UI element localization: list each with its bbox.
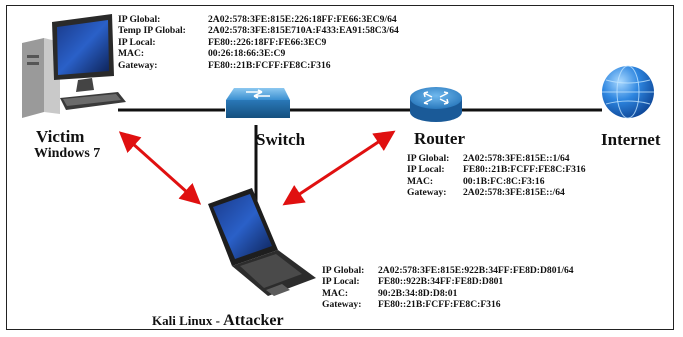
info-row: MAC: 00:26:18:66:3E:C9 [118, 48, 399, 59]
attacker-label-prefix: Kali Linux - [152, 313, 224, 328]
info-key: IP Local: [322, 276, 360, 288]
info-value: 2A02:578:3FE:815E::/64 [463, 187, 565, 199]
info-row: IP Local: FE80::21B:FCFF:FE8C:F316 [407, 164, 586, 175]
victim-label: Victim [36, 127, 85, 146]
info-key: IP Global: [407, 153, 450, 164]
info-key: IP Local: [407, 164, 445, 176]
info-key: MAC: [118, 48, 145, 60]
info-key: Gateway: [118, 59, 158, 71]
victim-info-block: IP Global: 2A02:578:3FE:815E:226:18FF:FE6… [118, 14, 399, 71]
info-row: Gateway: 2A02:578:3FE:815E::/64 [407, 187, 586, 198]
attacker-label: Kali Linux - Attacker [152, 312, 284, 330]
arrow-router-attacker [282, 130, 396, 206]
info-row: Gateway: FE80::21B:FCFF:FE8C:F316 [118, 60, 399, 71]
victim-os-label: Windows 7 [34, 146, 101, 161]
info-key: IP Global: [118, 14, 161, 25]
info-value: 2A02:578:3FE:815E710A:F433:EA91:58C3/64 [208, 25, 399, 37]
router-info-block: IP Global: 2A02:578:3FE:815E::1/64 IP Loc… [407, 153, 586, 199]
info-value: 2A02:578:3FE:815E:922B:34FF:FE8D:D801/64 [378, 265, 574, 276]
info-value: FE80::21B:FCFF:FE8C:F316 [208, 59, 331, 71]
router-icon [410, 87, 462, 122]
info-row: MAC: 00:1B:FC:8C:F3:16 [407, 176, 586, 187]
info-row: IP Global: 2A02:578:3FE:815E:226:18FF:FE6… [118, 14, 399, 25]
internet-label: Internet [601, 130, 661, 149]
info-row: Temp IP Global: 2A02:578:3FE:815E710A:F43… [118, 25, 399, 36]
info-row: IP Global: 2A02:578:3FE:815E::1/64 [407, 153, 586, 164]
switch-label: Switch [256, 130, 306, 149]
info-value: FE80::21B:FCFF:FE8C:F316 [463, 164, 586, 176]
attacker-laptop-icon [208, 188, 316, 296]
router-label: Router [414, 129, 465, 148]
info-value: 2A02:578:3FE:815E:226:18FF:FE66:3EC9/64 [208, 14, 397, 25]
info-row: IP Local: FE80::922B:34FF:FE8D:D801 [322, 276, 574, 287]
info-key: IP Local: [118, 36, 156, 48]
arrow-victim-attacker [118, 131, 202, 205]
globe-icon [602, 65, 654, 119]
attacker-info-block: IP Global: 2A02:578:3FE:815E:922B:34FF:FE… [322, 265, 574, 311]
info-value: FE80::21B:FCFF:FE8C:F316 [378, 299, 501, 311]
info-key: MAC: [322, 287, 349, 299]
switch-icon [226, 88, 290, 118]
info-key: IP Global: [322, 265, 365, 276]
info-value: 00:1B:FC:8C:F3:16 [463, 175, 545, 187]
info-row: IP Local: FE80::226:18FF:FE66:3EC9 [118, 37, 399, 48]
info-key: Gateway: [322, 299, 362, 311]
info-row: IP Global: 2A02:578:3FE:815E:922B:34FF:FE… [322, 265, 574, 276]
attacker-label-role: Attacker [223, 312, 284, 329]
info-row: MAC: 90:2B:34:8D:D8:01 [322, 288, 574, 299]
info-key: Gateway: [407, 187, 447, 199]
info-key: MAC: [407, 175, 434, 187]
info-value: FE80::922B:34FF:FE8D:D801 [378, 276, 504, 288]
victim-computer-icon [22, 14, 126, 118]
attack-arrows [118, 130, 396, 206]
info-value: 2A02:578:3FE:815E::1/64 [463, 153, 570, 164]
info-value: 90:2B:34:8D:D8:01 [378, 287, 458, 299]
info-key: Temp IP Global: [118, 25, 186, 37]
info-row: Gateway: FE80::21B:FCFF:FE8C:F316 [322, 299, 574, 310]
link-lines [118, 108, 602, 205]
info-value: 00:26:18:66:3E:C9 [208, 48, 286, 60]
info-value: FE80::226:18FF:FE66:3EC9 [208, 36, 327, 48]
